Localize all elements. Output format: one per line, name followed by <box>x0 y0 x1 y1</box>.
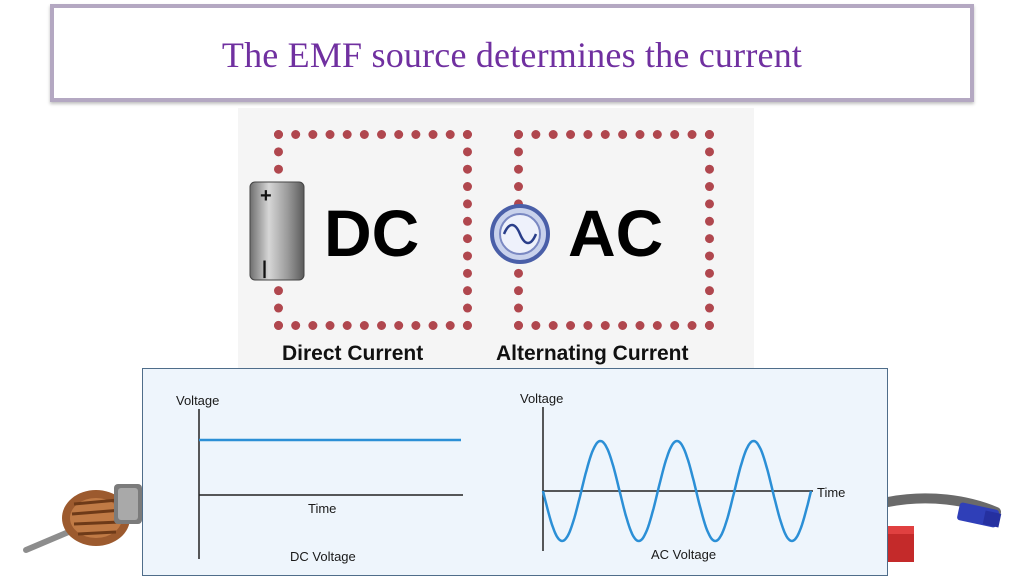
title-box: The EMF source determines the current <box>50 4 974 102</box>
slide-title: The EMF source determines the current <box>221 35 803 75</box>
ac-voltage-curve <box>541 439 813 543</box>
ac-source-icon <box>490 204 550 264</box>
motor-rotor-image <box>23 484 142 553</box>
alternating-current-caption: Alternating Current <box>496 342 689 365</box>
dc-label: DC <box>324 196 420 270</box>
dc-chart-caption: DC Voltage <box>290 549 356 564</box>
ac-y-axis-label: Voltage <box>520 391 564 406</box>
battery-plus-sign: + <box>260 185 272 207</box>
voltage-graphs <box>198 407 813 559</box>
dc-ac-illustration: + | DC AC Direct Current Alternating Cur… <box>238 108 754 370</box>
battery-icon: + | <box>249 181 305 281</box>
ac-chart-caption: AC Voltage <box>651 547 717 562</box>
direct-current-caption: Direct Current <box>282 342 424 365</box>
dc-y-axis-label: Voltage <box>176 393 220 408</box>
ac-x-axis-label: Time <box>817 485 846 500</box>
voltage-graphs-panel: Voltage Time DC Voltage Voltage Time AC … <box>142 368 888 576</box>
battery-minus-sign: | <box>262 258 267 278</box>
ac-label: AC <box>568 196 664 270</box>
magnet-image <box>888 493 1002 562</box>
dc-x-axis-label: Time <box>308 501 337 516</box>
